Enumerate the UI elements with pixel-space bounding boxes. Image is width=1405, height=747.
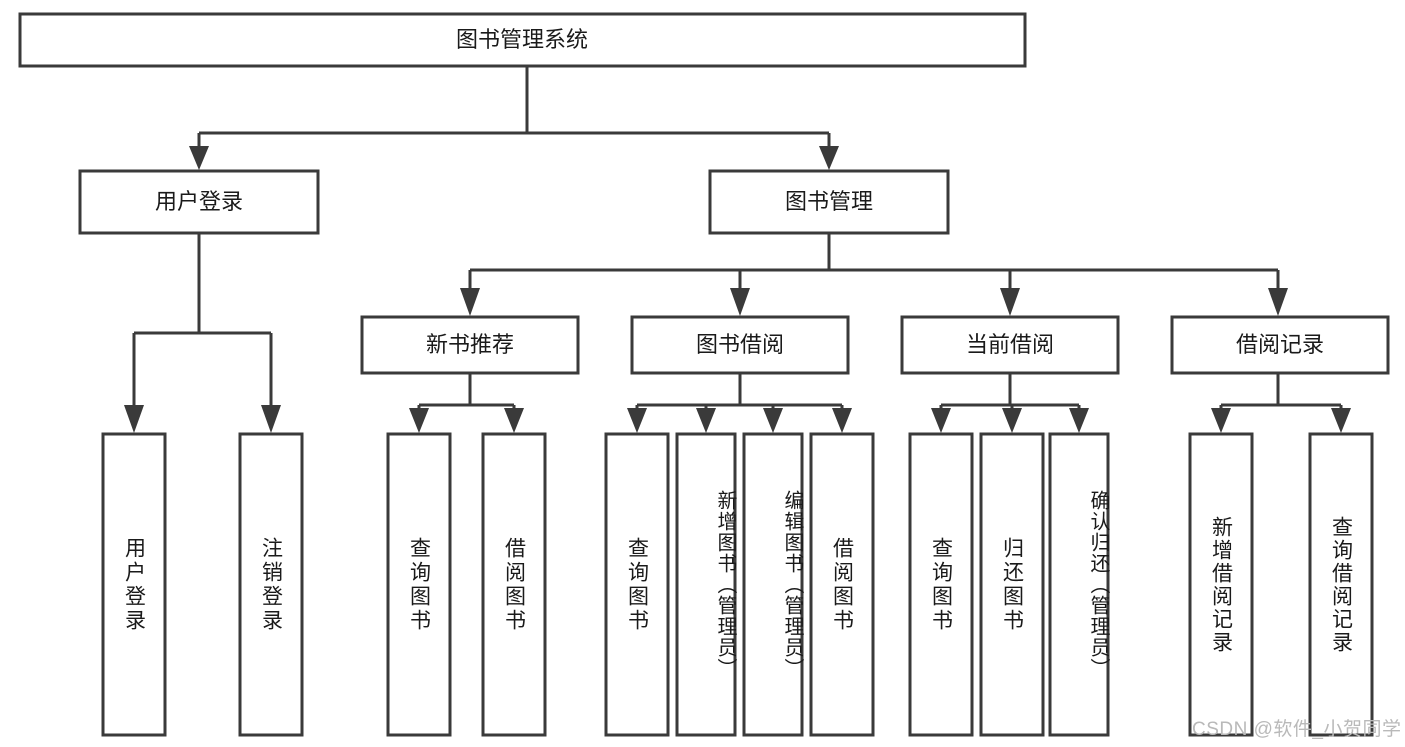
connectors-current-borrow-to-leaves (931, 373, 1089, 433)
watermark-text: CSDN @软件_小贺同学 (1192, 719, 1402, 740)
node-current-borrow[interactable]: 当前借阅 (900, 315, 1120, 375)
node-root-label: 图书管理系统 (456, 27, 588, 52)
arrow-leaf-query-record (1331, 408, 1351, 433)
arrow-leaf-borrow-book-1 (504, 408, 524, 433)
arrow-leaf-query-book-2 (627, 408, 647, 433)
connectors-new-book-recommend-to-leaves (409, 373, 524, 433)
node-borrow-record[interactable]: 借阅记录 (1170, 315, 1390, 375)
arrow-leaf-confirm-return (1069, 408, 1089, 433)
node-leaf-user-logout-rect[interactable] (238, 432, 304, 737)
connectors-root-to-level2 (189, 66, 839, 170)
node-leaf-confirm-return-rect[interactable] (1048, 432, 1110, 737)
arrow-leaf-user-logout (261, 405, 281, 433)
arrow-leaf-add-record (1211, 408, 1231, 433)
node-book-borrow[interactable]: 图书借阅 (630, 315, 850, 375)
node-new-book-recommend-label: 新书推荐 (426, 332, 514, 357)
arrow-new-book-recommend (460, 288, 480, 316)
node-current-borrow-label: 当前借阅 (966, 332, 1054, 357)
node-user-login[interactable]: 用户登录 (78, 169, 320, 235)
arrow-current-borrow (1000, 288, 1020, 316)
arrow-leaf-user-login (124, 405, 144, 433)
node-new-book-recommend[interactable]: 新书推荐 (360, 315, 580, 375)
arrow-leaf-borrow-book-2 (832, 408, 852, 433)
arrow-leaf-edit-book (763, 408, 783, 433)
node-leaf-query-book-3-rect[interactable] (908, 432, 974, 737)
connectors-borrow-record-to-leaves (1211, 373, 1351, 433)
arrow-borrow-record (1268, 288, 1288, 316)
node-borrow-record-label: 借阅记录 (1236, 332, 1324, 357)
node-leaf-return-book-rect[interactable] (979, 432, 1045, 737)
node-leaf-add-book-rect[interactable] (675, 432, 737, 737)
node-book-management-rect (708, 169, 950, 235)
connectors-book-management-to-level3 (460, 233, 1288, 316)
node-leaf-add-record-rect[interactable] (1188, 432, 1254, 737)
node-user-login-label: 用户登录 (155, 189, 243, 214)
node-book-borrow-rect (630, 315, 850, 375)
node-new-book-recommend-rect (360, 315, 580, 375)
arrow-user-login (189, 146, 209, 170)
node-leaf-query-book-2-rect[interactable] (604, 432, 670, 737)
node-leaf-user-login-rect[interactable] (101, 432, 167, 737)
node-leaf-query-record-rect[interactable] (1308, 432, 1374, 737)
node-book-management-label: 图书管理 (785, 189, 873, 214)
connectors-user-login-to-leaves (124, 233, 281, 433)
node-book-borrow-label: 图书借阅 (696, 332, 784, 357)
arrow-leaf-query-book-1 (409, 408, 429, 433)
arrow-leaf-query-book-3 (931, 408, 951, 433)
node-root[interactable]: 图书管理系统 (18, 12, 1027, 68)
node-current-borrow-rect (900, 315, 1120, 375)
node-borrow-record-rect (1170, 315, 1390, 375)
arrow-book-borrow (730, 288, 750, 316)
node-leaf-borrow-book-1-rect[interactable] (481, 432, 547, 737)
arrow-leaf-return-book (1002, 408, 1022, 433)
node-root-rect (18, 12, 1027, 68)
node-book-management[interactable]: 图书管理 (708, 169, 950, 235)
connectors-book-borrow-to-leaves (627, 373, 852, 433)
node-user-login-rect (78, 169, 320, 235)
node-leaf-edit-book-rect[interactable] (742, 432, 804, 737)
leaf-boxes (101, 432, 1374, 737)
node-leaf-borrow-book-2-rect[interactable] (809, 432, 875, 737)
arrow-book-management (819, 146, 839, 170)
node-leaf-query-book-1-rect[interactable] (386, 432, 452, 737)
arrow-leaf-add-book (696, 408, 716, 433)
